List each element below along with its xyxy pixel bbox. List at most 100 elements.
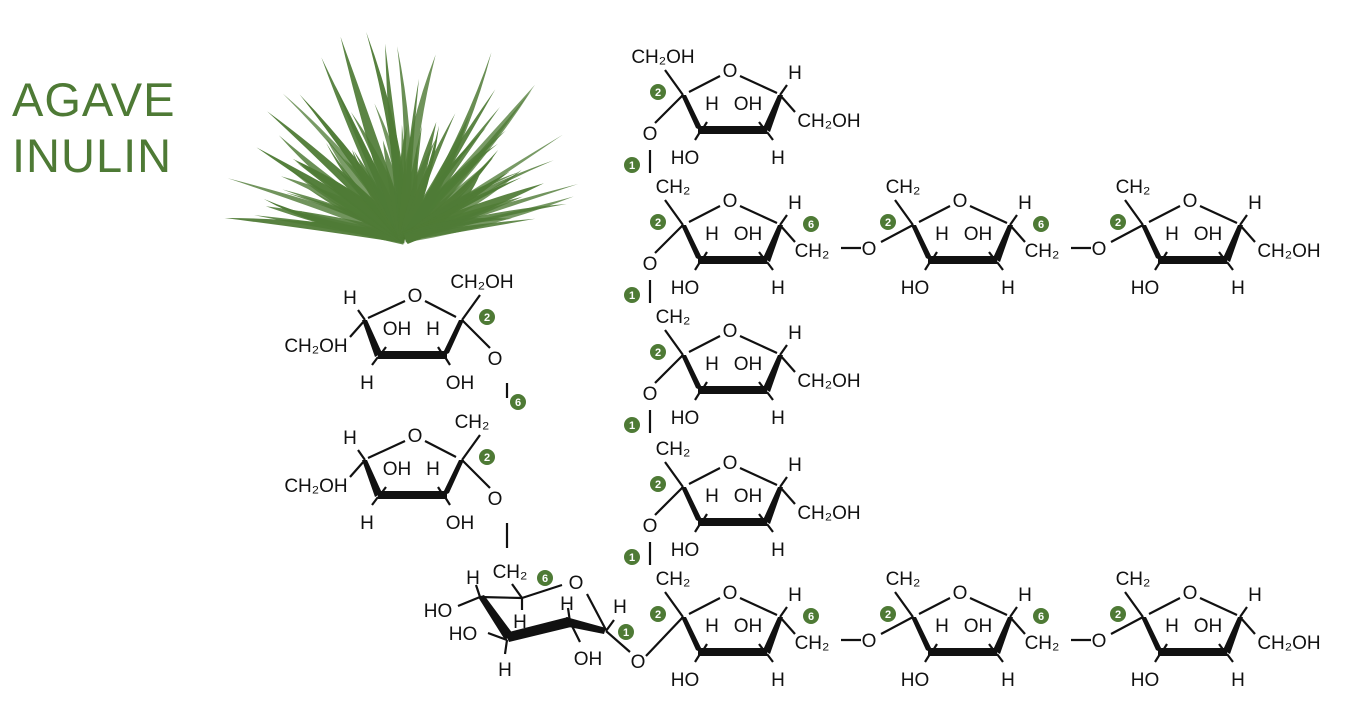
atom-label-h: H [498, 660, 512, 681]
wedge-bond [763, 225, 783, 262]
bond [701, 251, 708, 261]
carbon-number-badge: 2 [479, 449, 495, 465]
bond [701, 513, 708, 523]
bond [461, 319, 491, 349]
bond [424, 300, 457, 318]
svg-text:6: 6 [1038, 611, 1044, 623]
bond [566, 607, 572, 623]
bond [437, 486, 444, 496]
svg-text:6: 6 [1038, 219, 1044, 231]
atom-label-o: O [723, 453, 738, 474]
svg-text:2: 2 [1115, 217, 1121, 229]
title-line-1: AGAVE [12, 73, 176, 126]
svg-text:1: 1 [629, 552, 635, 564]
svg-text:2: 2 [885, 609, 891, 621]
atom-label-o: O [723, 61, 738, 82]
bond [371, 356, 379, 366]
bond [461, 459, 491, 489]
wedge-bond [478, 595, 513, 640]
bond [918, 205, 951, 223]
bold-bond [698, 386, 767, 394]
bond [1161, 643, 1168, 653]
svg-text:1: 1 [623, 627, 629, 639]
bond [349, 459, 366, 478]
carbon-number-badge: 2 [650, 84, 666, 100]
atom-label-h: H [360, 513, 374, 534]
bond [688, 205, 721, 223]
bond [654, 354, 684, 384]
atom-label-ch2oh: CH₂OH [631, 47, 694, 68]
wedge-bond [681, 617, 704, 654]
atom-label-h: H [771, 540, 785, 561]
agave-leaf [265, 206, 407, 245]
carbon-number-badge: 6 [510, 394, 526, 410]
atom-label-h: H [771, 148, 785, 169]
atom-label-oh: OH [734, 486, 763, 507]
atom-label-ch2: CH₂ [795, 633, 830, 654]
title-line-2: INULIN [12, 129, 173, 182]
atom-label-h: H [426, 319, 440, 340]
bond [894, 199, 914, 226]
bold-bond [378, 491, 447, 499]
bond [1226, 653, 1234, 663]
atom-label-o: O [862, 239, 877, 260]
bond [766, 391, 774, 401]
bond [758, 643, 766, 653]
bold-bond [698, 518, 767, 526]
bond [701, 121, 708, 131]
bond [444, 496, 451, 506]
bond [766, 261, 774, 271]
atom-label-h: H [1001, 670, 1015, 691]
bond [424, 440, 457, 458]
atom-label-ho: HO [449, 624, 478, 645]
wedge-bond [681, 355, 704, 392]
bond [779, 344, 788, 356]
bond [1239, 224, 1256, 243]
bond [457, 595, 481, 608]
bond [1161, 251, 1168, 261]
bond [739, 75, 778, 94]
atom-label-o: O [723, 191, 738, 212]
atom-label-oh: OH [446, 513, 475, 534]
atom-label-ch2oh: CH₂OH [284, 336, 347, 357]
wedge-bond [681, 487, 704, 524]
bond [461, 434, 481, 461]
carbon-number-badge: 1 [624, 287, 640, 303]
bond [1110, 616, 1144, 635]
bold-bond [1158, 648, 1227, 656]
carbon-number-badge: 6 [803, 216, 819, 232]
bond [1226, 261, 1234, 271]
atom-label-ch2: CH₂ [1116, 569, 1151, 590]
carbon-number-badge: 2 [650, 344, 666, 360]
carbon-number-badge: 2 [1110, 606, 1126, 622]
atom-label-o: O [862, 631, 877, 652]
atom-label-h: H [771, 670, 785, 691]
bond [437, 346, 444, 356]
bond [461, 294, 481, 321]
atom-label-o: O [488, 349, 503, 370]
bold-bond [1158, 256, 1227, 264]
bond [694, 261, 701, 271]
bond [1239, 214, 1248, 226]
bond [779, 354, 796, 373]
bond [969, 597, 1008, 616]
svg-text:6: 6 [808, 611, 814, 623]
wedge-bond [362, 320, 382, 357]
atom-label-ho: HO [671, 540, 700, 561]
carbon-number-badge: 2 [1110, 214, 1126, 230]
bond [739, 597, 778, 616]
atom-label-ch2oh: CH₂OH [797, 503, 860, 524]
svg-text:6: 6 [515, 397, 521, 409]
bond [664, 199, 684, 226]
bond [1124, 591, 1144, 618]
atom-label-h: H [1165, 616, 1179, 637]
atom-label-h: H [343, 428, 357, 449]
atom-label-o: O [723, 583, 738, 604]
bond [645, 616, 684, 657]
atom-label-oh: OH [964, 616, 993, 637]
agave-leaf [399, 115, 470, 241]
bond [988, 643, 996, 653]
atom-label-ch2oh: CH₂OH [1257, 633, 1320, 654]
atom-label-ch2oh: CH₂OH [284, 476, 347, 497]
wedge-bond [1223, 617, 1243, 654]
